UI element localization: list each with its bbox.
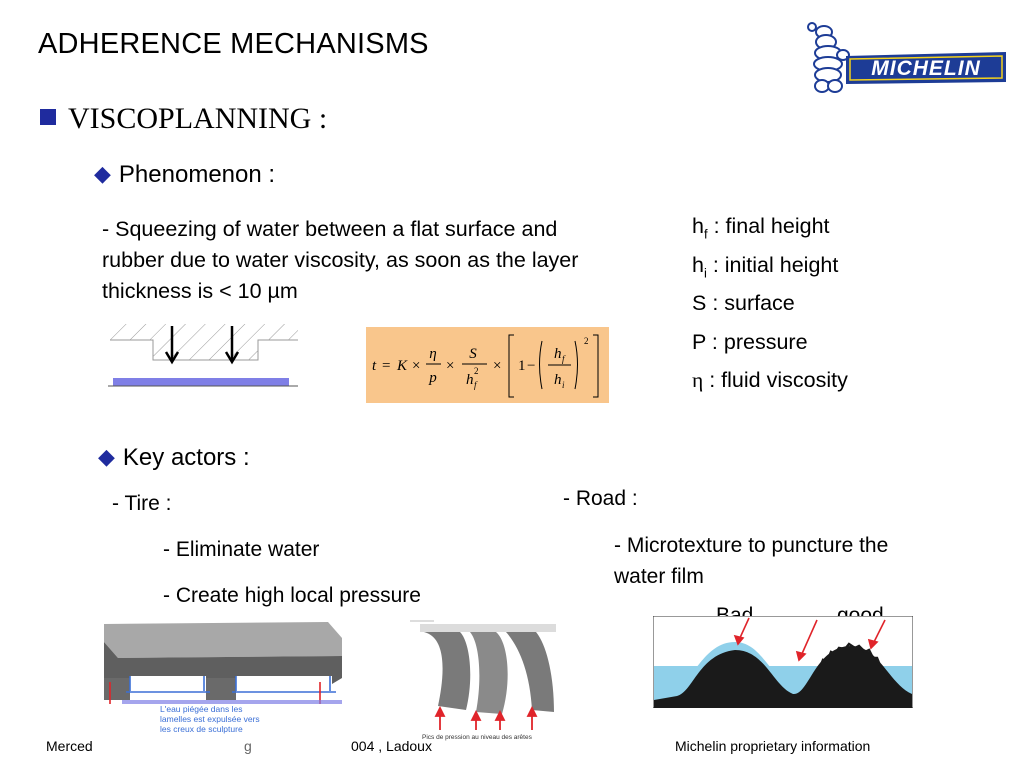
definition-item: S : surface xyxy=(692,291,795,315)
diamond-bullet-icon: ◆ xyxy=(98,444,115,469)
svg-text:f: f xyxy=(474,380,478,390)
svg-text:h: h xyxy=(554,346,562,362)
section-heading-text: VISCOPLANNING : xyxy=(68,102,328,135)
tire-label: - Tire : xyxy=(112,492,172,515)
svg-text:S: S xyxy=(469,346,477,362)
svg-text:1: 1 xyxy=(518,358,526,374)
definitions-list: hf : final height hi : initial height S … xyxy=(692,212,848,405)
logo-wordmark: MICHELIN xyxy=(871,57,981,80)
footer-right: Michelin proprietary information xyxy=(675,738,871,754)
svg-text:2: 2 xyxy=(584,336,589,346)
svg-text:×: × xyxy=(493,358,501,374)
svg-text:η: η xyxy=(429,346,436,362)
definition-item: hi : initial height xyxy=(692,252,839,280)
tire-point: - Eliminate water xyxy=(163,538,320,561)
diamond-bullet-icon: ◆ xyxy=(94,161,111,186)
section-heading: VISCOPLANNING : xyxy=(40,102,327,136)
svg-text:×: × xyxy=(412,358,420,374)
definition-item: η : fluid viscosity xyxy=(692,368,848,392)
page-title: ADHERENCE MECHANISMS xyxy=(38,28,429,60)
svg-text:lamelles est expulsée vers: lamelles est expulsée vers xyxy=(160,714,260,724)
phenomenon-heading-text: Phenomenon : xyxy=(118,161,276,188)
phenomenon-text: - Squeezing of water between a flat surf… xyxy=(102,217,579,303)
road-label: - Road : xyxy=(563,487,638,510)
pressure-peaks-image: Pics de pression au niveau des arêtes xyxy=(408,618,558,742)
key-actors-heading-text: Key actors : xyxy=(122,444,250,471)
squeeze-diagram xyxy=(108,322,300,390)
svg-text:×: × xyxy=(446,358,454,374)
definition-item: hf : final height xyxy=(692,214,830,242)
definition-item: P : pressure xyxy=(692,329,808,354)
svg-text:f: f xyxy=(562,354,566,364)
tire-tread-image: L'eau piégée dans les lamelles est expul… xyxy=(100,618,345,740)
bibendum-icon xyxy=(807,22,850,93)
footer-fragment: g xyxy=(244,738,252,754)
svg-text:K: K xyxy=(396,358,408,374)
svg-text:=: = xyxy=(382,358,390,374)
svg-text:h: h xyxy=(466,372,474,388)
road-microtexture-image xyxy=(653,616,913,708)
svg-text:2: 2 xyxy=(474,366,479,376)
michelin-logo: MICHELIN xyxy=(802,22,1010,102)
svg-text:h: h xyxy=(554,372,562,388)
phenomenon-heading: ◆ Phenomenon : xyxy=(94,161,275,189)
road-point-line: water film xyxy=(614,565,704,588)
water-layer xyxy=(113,378,289,386)
square-bullet-icon xyxy=(40,109,56,125)
tire-point: - Create high local pressure xyxy=(163,584,421,607)
road-point-line: - Microtexture to puncture the xyxy=(614,534,889,557)
key-actors-heading: ◆ Key actors : xyxy=(98,444,250,472)
svg-text:i: i xyxy=(562,380,565,390)
svg-text:Pics de pression au niveau des: Pics de pression au niveau des arêtes xyxy=(422,734,533,741)
formula-box: t = K × η p × S h 2 f × 1 − h f h i 2 xyxy=(366,327,609,403)
svg-text:t: t xyxy=(372,358,377,374)
svg-text:les creux de sculpture: les creux de sculpture xyxy=(160,724,243,734)
svg-text:L'eau piégée dans les: L'eau piégée dans les xyxy=(160,704,242,714)
svg-text:−: − xyxy=(527,358,535,374)
footer-mid: 004 , Ladoux xyxy=(351,738,432,754)
footer-left: Merced xyxy=(46,738,93,754)
svg-text:p: p xyxy=(428,370,437,386)
